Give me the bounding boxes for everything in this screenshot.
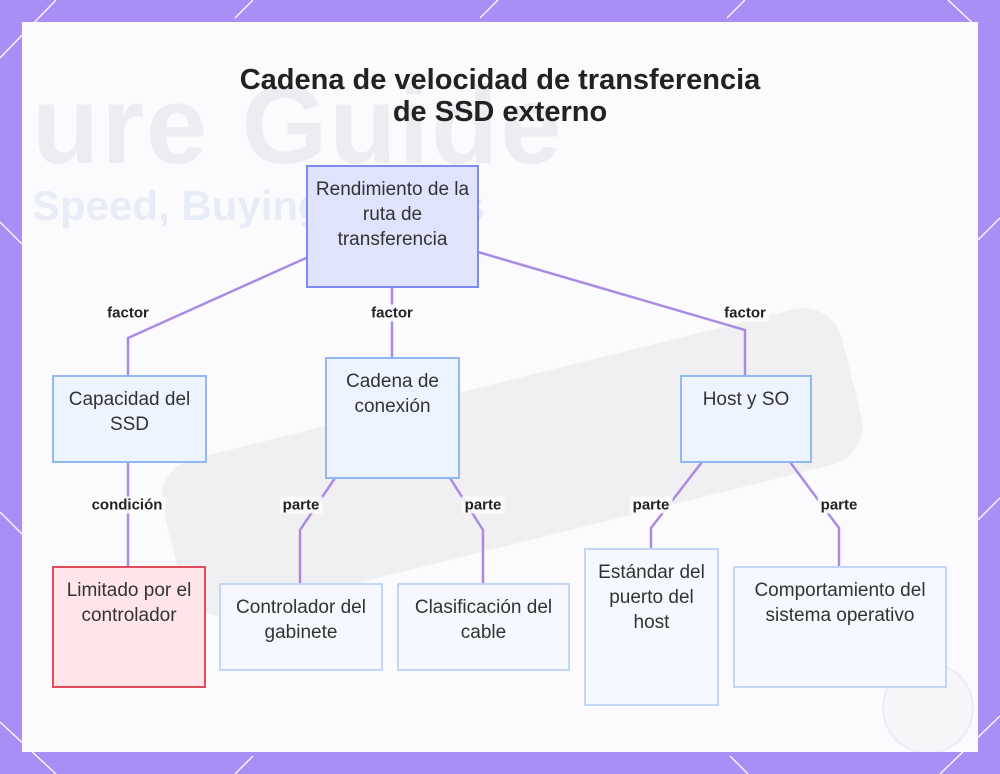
node-host-os: Host y SO: [680, 375, 812, 463]
node-os-behavior: Comportamiento del sistema operativo: [733, 566, 947, 688]
edge-root-to-host: [477, 250, 747, 375]
node-controller-limited: Limitado por el controlador: [52, 566, 206, 688]
node-cable-rating-label: Clasificación del cable: [414, 597, 553, 643]
node-enclosure-controller: Controlador del gabinete: [219, 583, 383, 671]
diagram-title-line1: Cadena de velocidad de transferencia: [239, 64, 761, 96]
edge-chain-to-cable: [448, 477, 485, 583]
node-host-port: Estándar del puerto del host: [584, 548, 719, 706]
node-root-label: Rendimiento de la ruta de transferencia: [315, 179, 470, 250]
node-cable-rating: Clasificación del cable: [397, 583, 570, 671]
node-os-behavior-label: Comportamiento del sistema operativo: [754, 580, 926, 626]
edge-host-to-port: [649, 461, 703, 548]
edge-label-host-os: parte: [817, 496, 861, 514]
edge-label-ssd-limited: condición: [88, 496, 166, 514]
node-host-port-label: Estándar del puerto del host: [598, 562, 705, 633]
diagram-title: Cadena de velocidad de transferencia de …: [200, 64, 800, 128]
edge-chain-to-enclosure: [298, 477, 337, 583]
edge-label-root-chain: factor: [368, 304, 416, 322]
edge-label-chain-cable: parte: [461, 496, 505, 514]
node-root: Rendimiento de la ruta de transferencia: [306, 165, 479, 288]
edge-root-to-ssd: [126, 256, 307, 375]
node-connection-chain: Cadena de conexión: [325, 357, 460, 479]
node-connection-chain-label: Cadena de conexión: [346, 371, 439, 417]
edge-label-root-ssd: factor: [104, 304, 152, 322]
node-host-os-label: Host y SO: [702, 389, 790, 410]
edge-label-host-port: parte: [629, 496, 673, 514]
diagram-title-line2: de SSD externo: [392, 96, 608, 128]
node-enclosure-controller-label: Controlador del gabinete: [236, 597, 366, 643]
node-ssd-capacity: Capacidad del SSD: [52, 375, 207, 463]
node-ssd-capacity-label: Capacidad del SSD: [68, 389, 191, 435]
node-controller-limited-label: Limitado por el controlador: [66, 580, 192, 626]
edge-label-root-host: factor: [721, 304, 769, 322]
edge-label-chain-enclosure: parte: [279, 496, 323, 514]
edge-host-to-os: [788, 461, 841, 566]
